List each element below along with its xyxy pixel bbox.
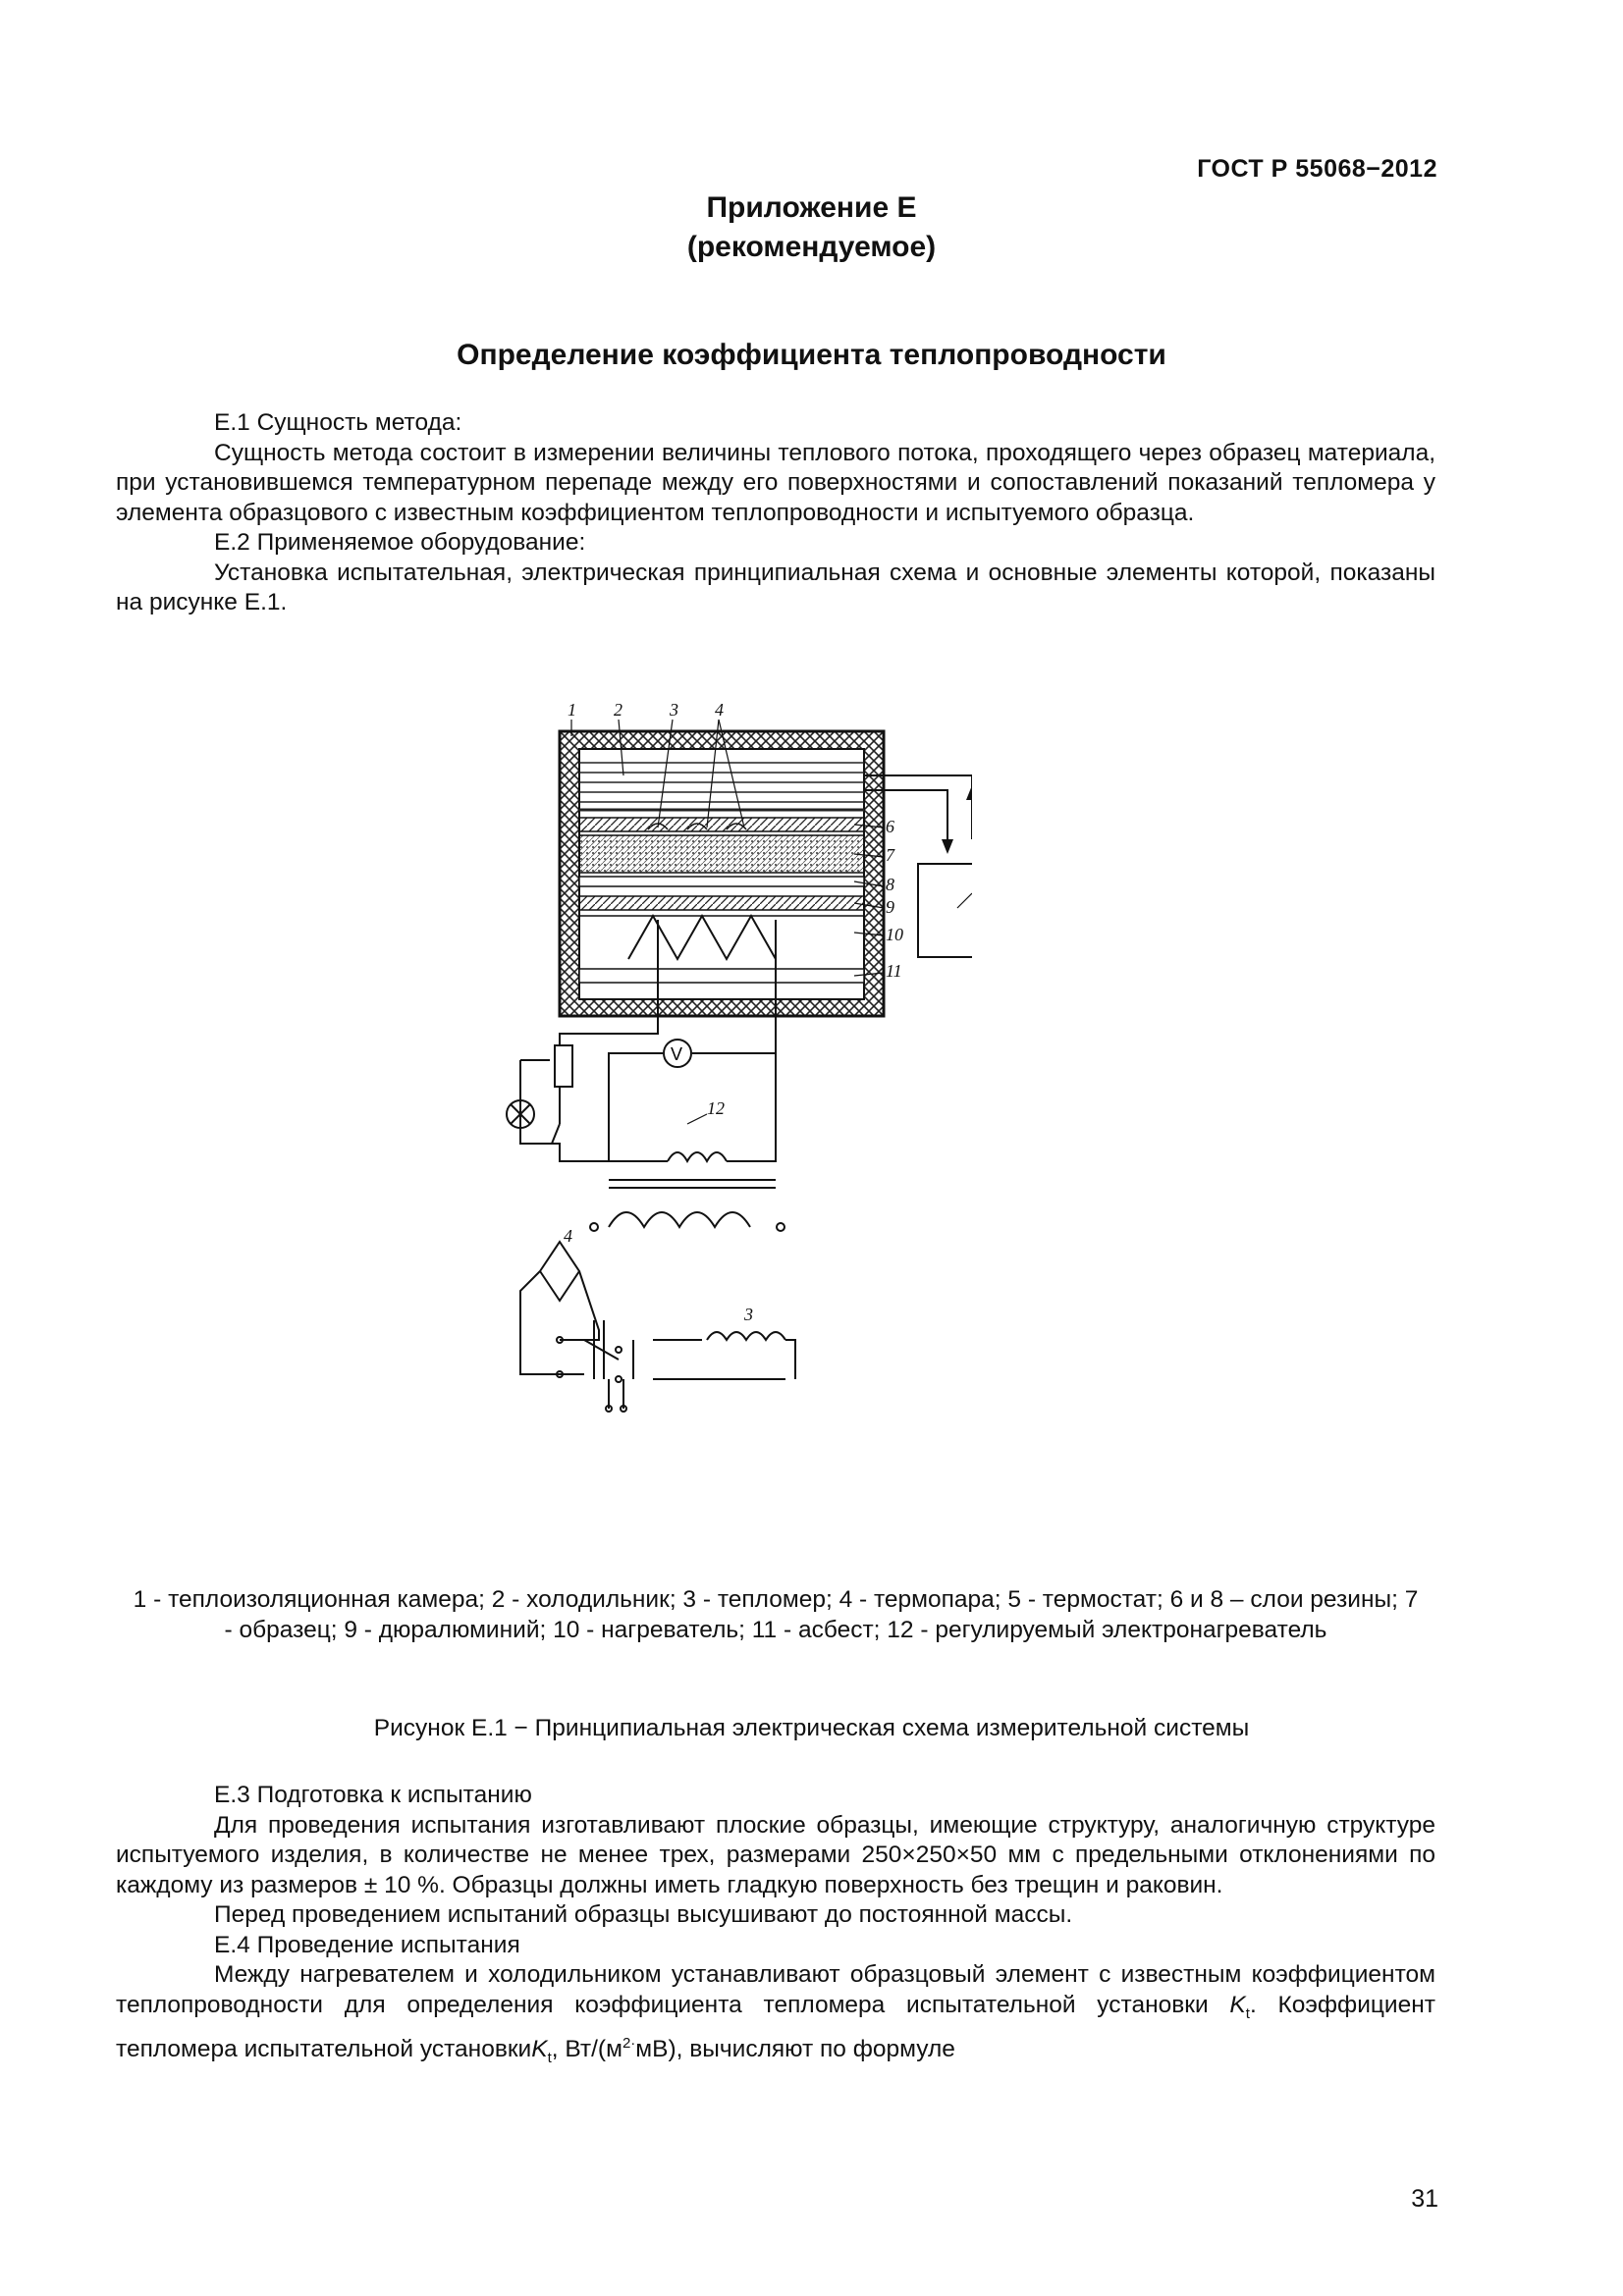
label-12: 12 [707,1098,725,1118]
e4-text-b: . Коэффициент тепломера испытательной ус… [116,1991,1435,2063]
label-11: 11 [886,961,902,981]
text-block-2: Е.3 Подготовка к испытанию Для проведени… [116,1781,1435,2073]
heater-circuit [506,920,785,1232]
e4-k-symbol-2: K [531,2036,548,2063]
e1-heading: Е.1 Сущность метода: [214,409,462,436]
voltmeter-icon [663,1039,692,1068]
e4-paragraph: Между нагревателем и холодильником устан… [116,1960,1435,2073]
e4-k-sub-2: t [547,2049,552,2066]
cooler-layer [579,762,864,812]
label-6: 6 [886,817,894,836]
e1-paragraph: Сущность метода состоит в измерении вели… [116,439,1435,526]
e3-paragraph: Для проведения испытания изготавливают п… [116,1811,1435,1898]
e4-text-c: , Вт/(м [551,2036,622,2063]
appendix-heading: Приложение Е (рекомендуемое) [0,188,1623,267]
duralumin-layer-9 [578,895,865,911]
e2-paragraph: Установка испытательная, электрическая п… [116,559,1435,616]
rubber-layer-8 [578,876,865,887]
label-4: 4 [715,700,724,720]
label-2: 2 [614,700,622,720]
appendix-subtitle: (рекомендуемое) [686,231,937,263]
rubber-layer-6 [578,817,865,832]
page-number: 31 [1411,2185,1438,2213]
e3-heading: Е.3 Подготовка к испытанию [214,1782,532,1808]
label-3b: 3 [743,1305,753,1324]
thermostat-5 [917,863,1007,958]
schematic-diagram: V [506,700,1007,1413]
e4-text-a: Между нагревателем и холодильником устан… [116,1961,1435,2018]
figure-title: Рисунок Е.1 − Принципиальная электрическ… [373,1715,1250,1741]
e3-paragraph-2: Перед проведением испытаний образцы высу… [214,1901,1073,1928]
label-1: 1 [568,700,576,720]
sample-layer-7 [578,834,865,874]
figure-e1: V [461,692,1007,1556]
asbestos-layer-11 [578,968,865,984]
e4-k-symbol: K [1229,1991,1246,2018]
thermocouple-bridge [519,1240,796,1413]
text-block-1: Е.1 Сущность метода: Сущность метода сос… [116,408,1435,618]
label-4b: 4 [564,1226,572,1246]
figure-legend: 1 - теплоизоляционная камера; 2 - холоди… [133,1586,1419,1643]
e4-text-d: мВ), вычисляют по формуле [635,2036,955,2063]
label-8: 8 [886,875,894,894]
voltmeter-label: V [671,1044,682,1064]
label-10: 10 [886,925,903,944]
appendix-title: Приложение Е [706,191,917,224]
e4-k-sub: t [1245,2004,1250,2022]
standard-code: ГОСТ Р 55068−2012 [1197,155,1437,183]
section-title: Определение коэффициента теплопроводност… [457,339,1166,371]
e4-sup: 2· [622,2034,636,2052]
label-3: 3 [669,700,678,720]
e2-heading: Е.2 Применяемое оборудование: [214,529,586,556]
label-7: 7 [886,845,895,865]
label-9: 9 [886,897,894,917]
e4-heading: Е.4 Проведение испытания [214,1931,520,1958]
